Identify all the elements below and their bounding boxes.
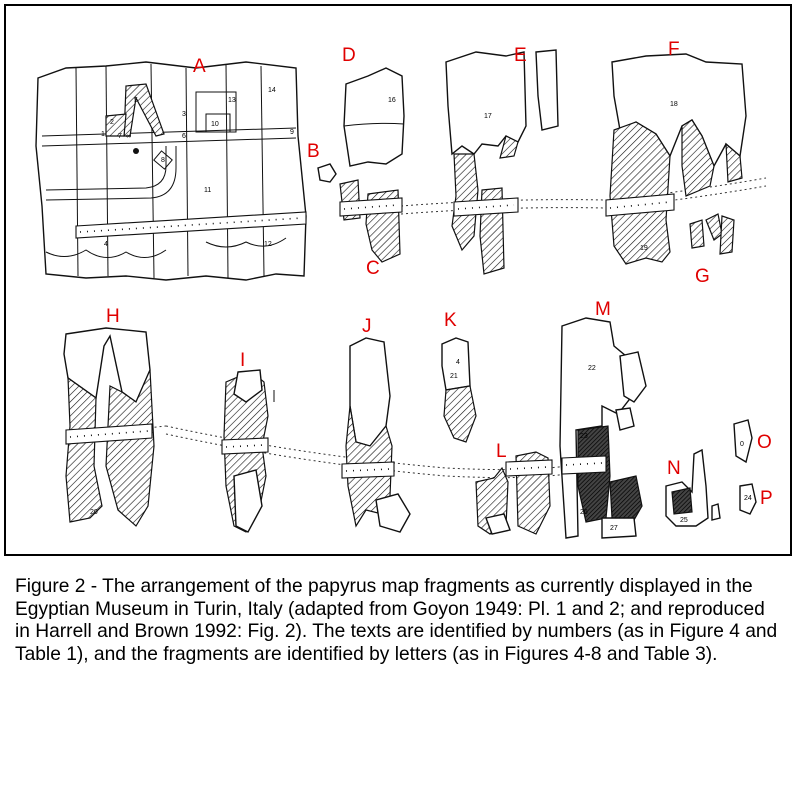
- label-fragment-c: C: [366, 258, 380, 279]
- svg-text:14: 14: [268, 87, 276, 94]
- fragment-a: 5 3 7 ∞ 6 13 10 14 8 11 4 12 1 2 9: [35, 61, 307, 281]
- svg-text:7: 7: [118, 133, 122, 140]
- svg-text:16: 16: [388, 97, 396, 104]
- svg-text:8: 8: [161, 157, 165, 164]
- label-fragment-g: G: [695, 266, 710, 287]
- fragment-p: 24: [739, 483, 757, 515]
- label-fragment-n: N: [667, 458, 681, 479]
- label-fragment-f: F: [668, 39, 680, 60]
- svg-text:10: 10: [211, 121, 219, 128]
- svg-text:5: 5: [134, 97, 138, 104]
- svg-text:∞: ∞: [126, 133, 131, 140]
- label-fragment-b: B: [307, 141, 320, 162]
- svg-text:4: 4: [104, 241, 108, 248]
- fragment-h: 20: [63, 327, 155, 527]
- fragment-k: 4 21: [441, 337, 477, 443]
- svg-text:25: 25: [680, 517, 688, 524]
- svg-text:26: 26: [580, 509, 588, 516]
- fragment-diagram: 5 3 7 ∞ 6 13 10 14 8 11 4 12 1 2 9 16: [35, 39, 773, 539]
- svg-text:13: 13: [228, 97, 236, 104]
- svg-text:9: 9: [290, 129, 294, 136]
- svg-text:17: 17: [484, 113, 492, 120]
- svg-text:12: 12: [264, 241, 272, 248]
- label-fragment-d: D: [342, 45, 356, 66]
- svg-text:1: 1: [101, 131, 105, 138]
- papyrus-map-figure: 5 3 7 ∞ 6 13 10 14 8 11 4 12 1 2 9 16: [4, 4, 792, 556]
- fragment-n: 25: [665, 448, 721, 527]
- svg-text:3: 3: [182, 111, 186, 118]
- label-fragment-h: H: [106, 306, 120, 327]
- svg-text:22: 22: [588, 365, 596, 372]
- fragment-j: [341, 337, 411, 533]
- svg-text:21: 21: [450, 373, 458, 380]
- svg-text:20: 20: [90, 509, 98, 516]
- svg-text:24: 24: [744, 495, 752, 502]
- figure-caption: Figure 2 - The arrangement of the papyru…: [15, 576, 778, 665]
- label-fragment-j: J: [362, 316, 372, 337]
- fragment-m: 22 23 26 27: [559, 317, 647, 539]
- svg-text:23: 23: [580, 433, 588, 440]
- label-fragment-l: L: [496, 441, 507, 462]
- svg-text:19: 19: [640, 245, 648, 252]
- fragment-d: 16: [343, 67, 405, 167]
- label-fragment-o: O: [757, 432, 772, 453]
- fragment-i: [221, 369, 275, 533]
- svg-text:6: 6: [182, 133, 186, 140]
- fragment-l: [475, 451, 553, 535]
- fragment-o: 0: [733, 419, 753, 464]
- label-fragment-p: P: [760, 488, 773, 509]
- svg-text:27: 27: [610, 525, 618, 532]
- fragment-e: 17: [445, 49, 559, 275]
- svg-text:0: 0: [740, 441, 744, 448]
- label-fragment-k: K: [444, 310, 457, 331]
- fragment-b: [317, 163, 337, 183]
- label-fragment-i: I: [240, 350, 245, 371]
- svg-text:4: 4: [456, 359, 460, 366]
- label-fragment-e: E: [514, 45, 527, 66]
- label-fragment-a: A: [193, 56, 206, 77]
- svg-text:18: 18: [670, 101, 678, 108]
- svg-text:2: 2: [110, 119, 114, 126]
- fragment-g: [689, 213, 735, 255]
- fragment-c: [339, 179, 403, 263]
- fragment-f: 18 19: [605, 53, 747, 265]
- label-fragment-m: M: [595, 299, 611, 320]
- svg-text:11: 11: [204, 187, 211, 194]
